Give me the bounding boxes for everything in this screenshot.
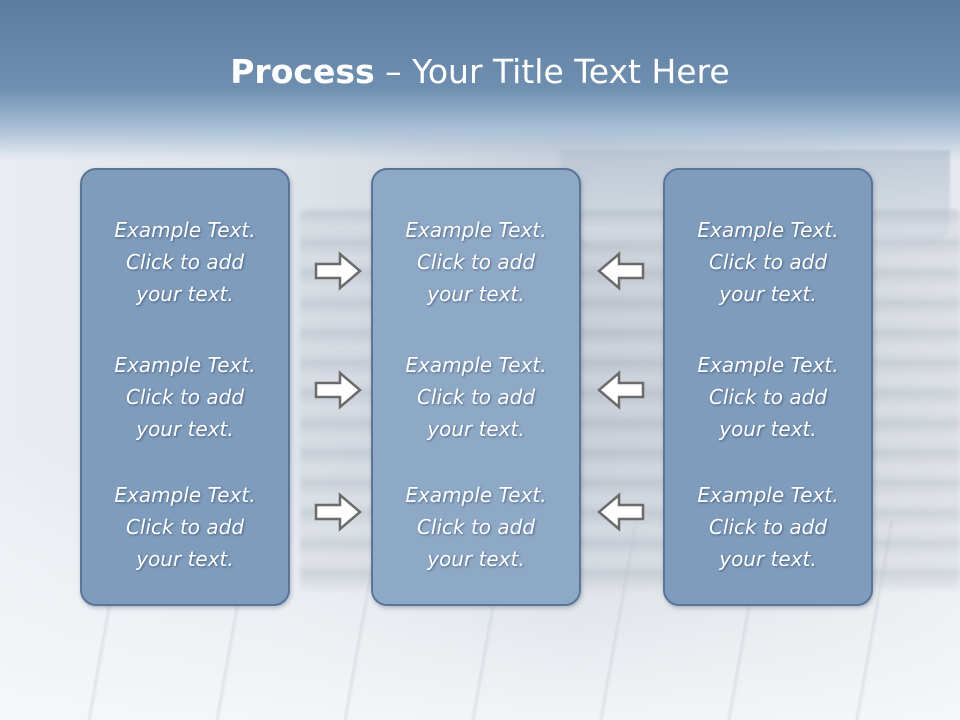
box-text[interactable]: Example Text. Click to add your text. bbox=[697, 218, 839, 306]
process-box-center[interactable]: Example Text. Click to add your text. Ex… bbox=[371, 168, 581, 606]
box-text[interactable]: Example Text. Click to add your text. bbox=[405, 483, 547, 571]
title-rest-part: – Your Title Text Here bbox=[374, 52, 730, 91]
right-arrow-icon bbox=[314, 251, 362, 291]
title-bold-part: Process bbox=[230, 52, 375, 91]
box-text[interactable]: Example Text. Click to add your text. bbox=[114, 218, 256, 306]
right-arrow-icon bbox=[314, 370, 362, 410]
box-text[interactable]: Example Text. Click to add your text. bbox=[697, 353, 839, 441]
box-text[interactable]: Example Text. Click to add your text. bbox=[697, 483, 839, 571]
left-arrow-icon bbox=[597, 370, 645, 410]
box-text[interactable]: Example Text. Click to add your text. bbox=[405, 353, 547, 441]
process-box-left[interactable]: Example Text. Click to add your text. Ex… bbox=[80, 168, 290, 606]
box-text[interactable]: Example Text. Click to add your text. bbox=[405, 218, 547, 306]
box-text[interactable]: Example Text. Click to add your text. bbox=[114, 353, 256, 441]
right-arrow-icon bbox=[314, 492, 362, 532]
process-box-right[interactable]: Example Text. Click to add your text. Ex… bbox=[663, 168, 873, 606]
left-arrow-icon bbox=[597, 251, 645, 291]
slide-title[interactable]: Process – Your Title Text Here bbox=[0, 52, 960, 91]
left-arrow-icon bbox=[597, 492, 645, 532]
title-banner bbox=[0, 0, 960, 160]
box-text[interactable]: Example Text. Click to add your text. bbox=[114, 483, 256, 571]
